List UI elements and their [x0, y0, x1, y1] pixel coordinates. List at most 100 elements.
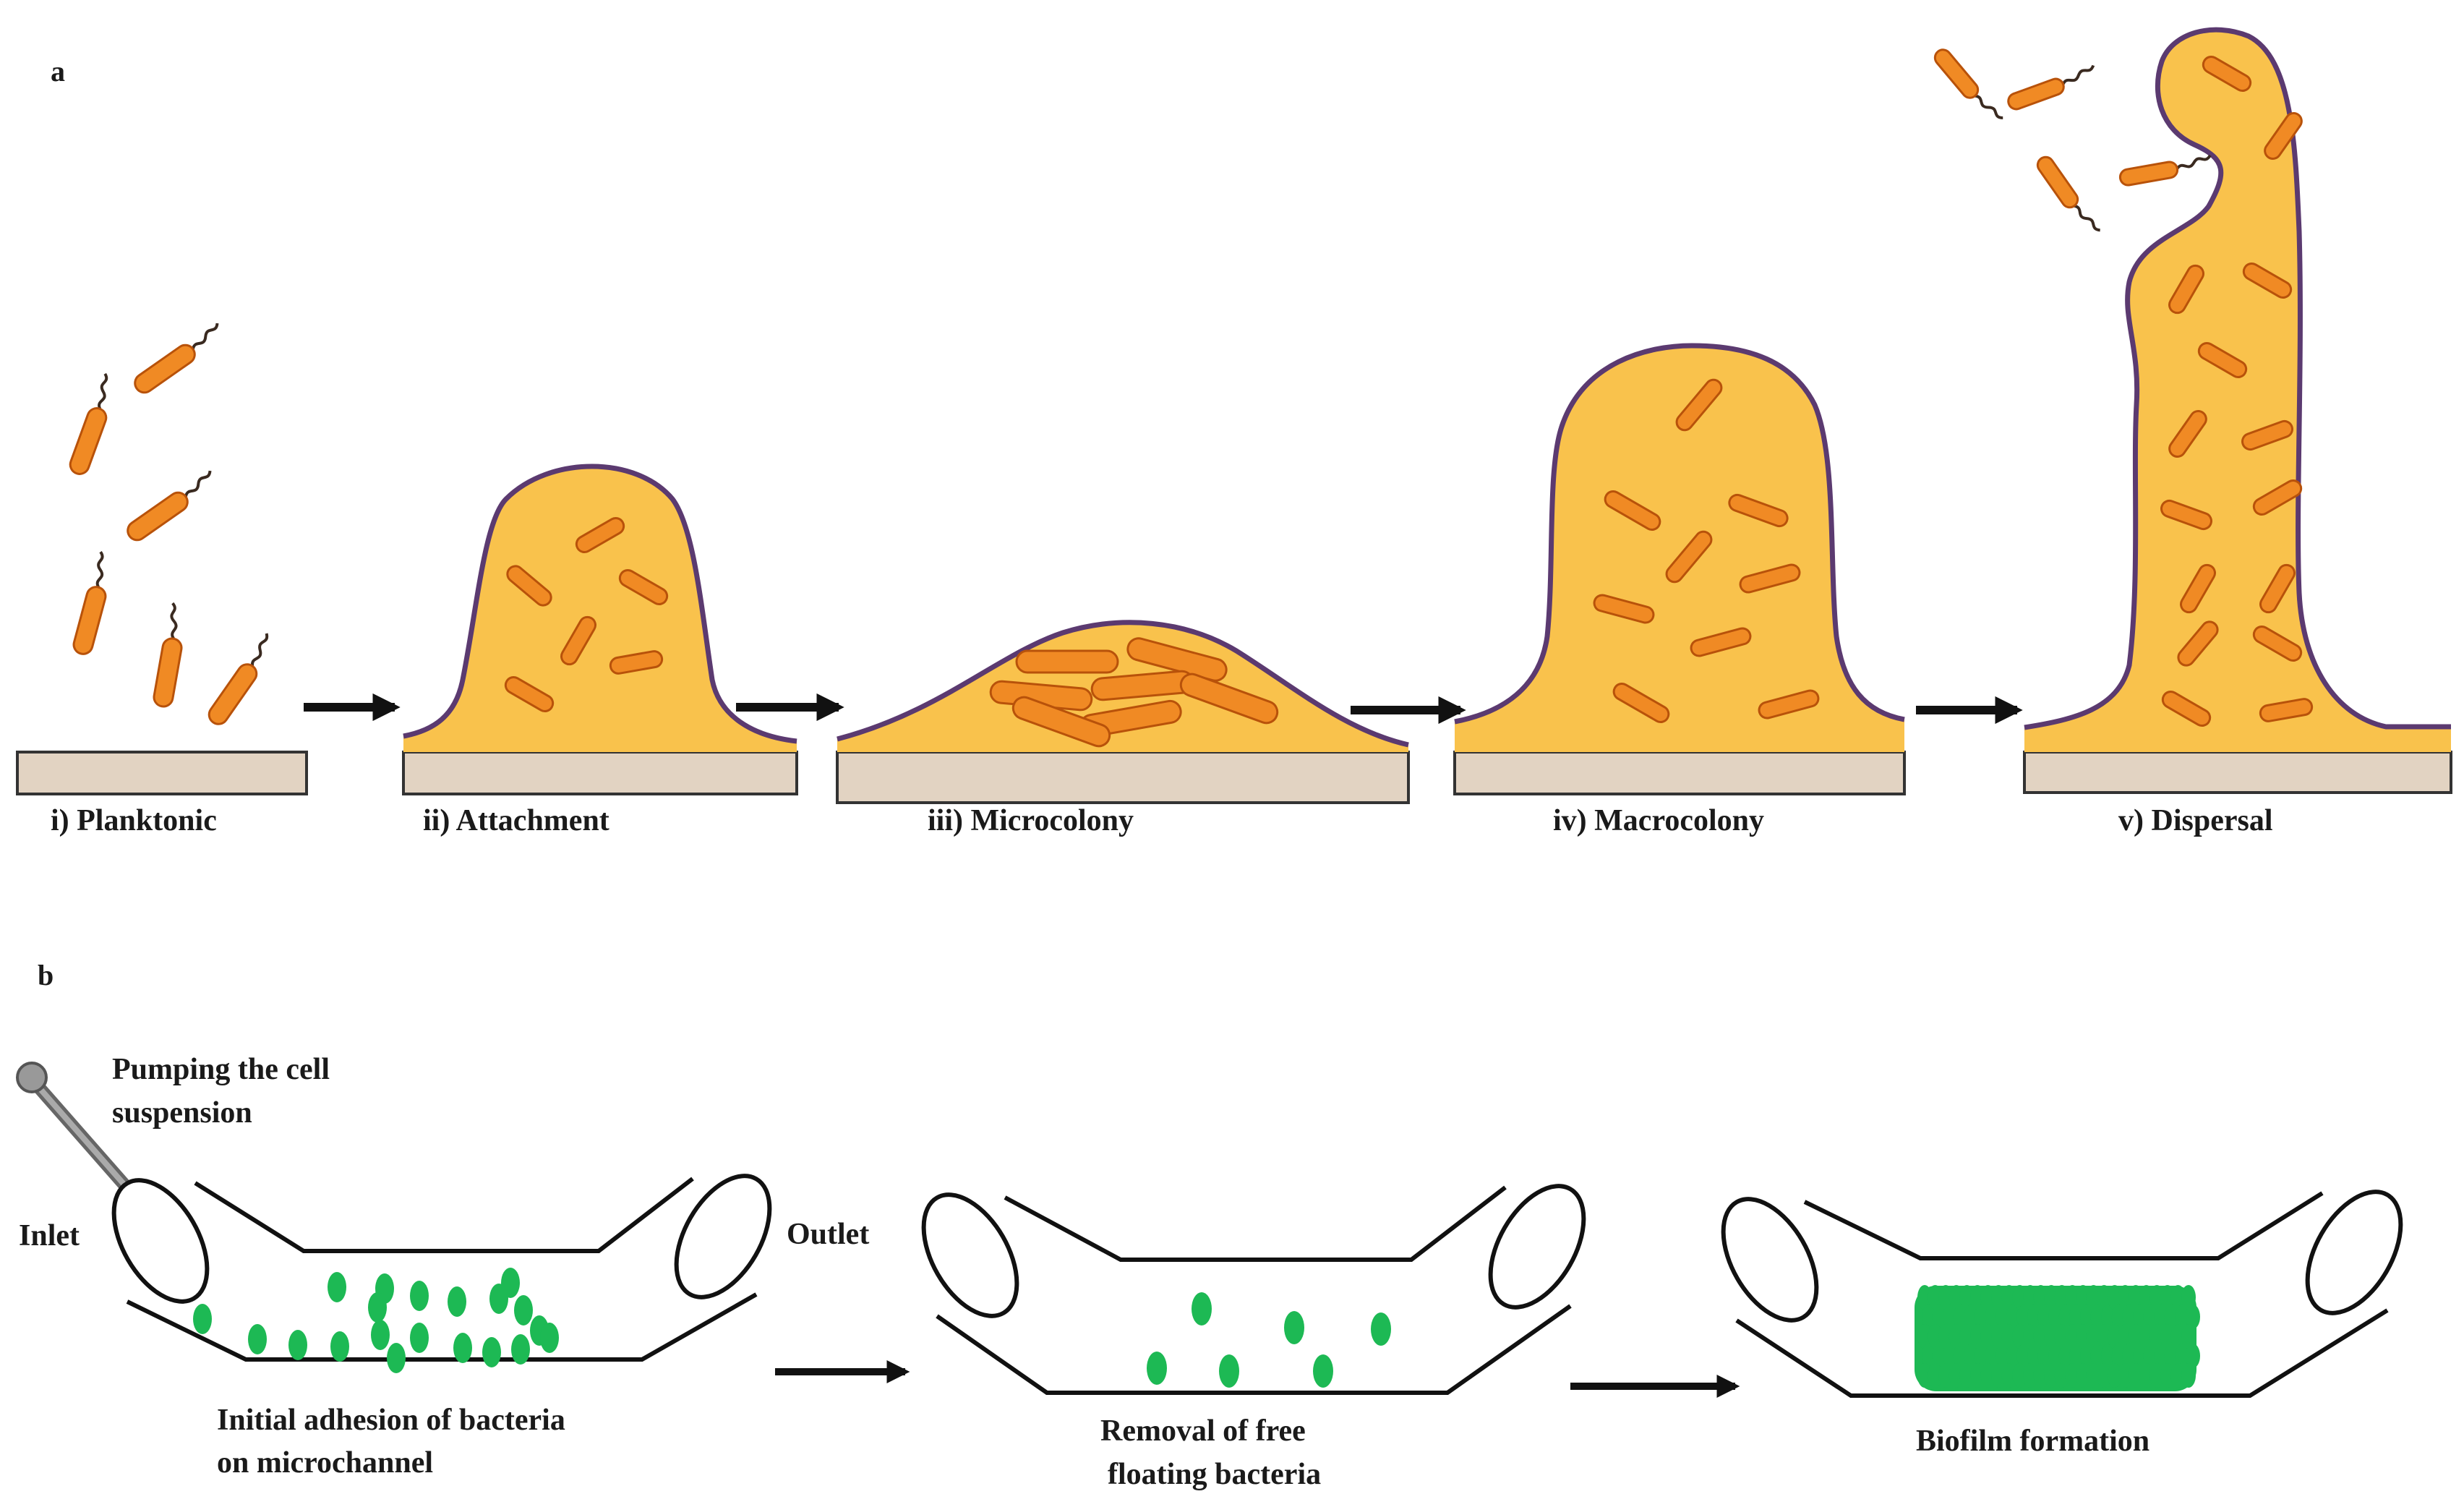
bacterial-cell-icon: [2012, 1285, 2027, 1310]
bacterial-cell-icon: [2139, 1363, 2154, 1388]
biofilm-outline-attachment: [403, 464, 797, 744]
bacterial-cell-icon: [511, 1334, 530, 1365]
bacterial-cell-icon: [2048, 1344, 2063, 1368]
bacterial-cell-icon: [1147, 1352, 1167, 1385]
bacterial-cell-icon: [1928, 1363, 1943, 1388]
bacterial-cell-icon: [2154, 1305, 2169, 1329]
bacterium-icon: [2241, 419, 2293, 451]
bacterial-cell-icon: [2058, 1344, 2074, 1368]
bacterial-cell-icon: [2001, 1363, 2016, 1388]
bacterial-cell-icon: [2143, 1305, 2158, 1329]
bacterial-cell-icon: [1928, 1324, 1943, 1349]
bacterial-cell-icon: [1970, 1324, 1985, 1349]
bacterial-cell-icon: [2080, 1344, 2095, 1368]
stage-planktonic: [16, 323, 308, 795]
substrate-attachment: [402, 751, 798, 795]
bacterial-cell-icon: [2139, 1285, 2154, 1310]
bacterial-cell-icon: [2065, 1324, 2080, 1349]
bacterial-cell-icon: [2164, 1305, 2179, 1329]
bacterial-cell-icon: [2129, 1285, 2143, 1310]
bacterial-cell-icon: [2090, 1305, 2105, 1329]
bacterium-icon: [2177, 620, 2219, 667]
bacterial-cell-icon: [1970, 1285, 1985, 1310]
bacterial-cell-icon: [387, 1343, 406, 1373]
bacterial-cell-icon: [2044, 1285, 2059, 1310]
bacterial-cell-icon: [1985, 1305, 2000, 1329]
bacterium-icon: [1728, 493, 1789, 528]
bacterial-cell-icon: [1959, 1363, 1975, 1388]
bacterial-cell-icon: [1943, 1344, 1958, 1368]
bacterium-icon: [2180, 563, 2216, 614]
stage-dispersal: [1933, 27, 2452, 794]
bacterial-cell-icon: [2033, 1363, 2048, 1388]
bacterial-cell-icon: [2080, 1305, 2095, 1329]
stage-label-attachment: ii) Attachment: [423, 804, 609, 837]
bacterium-icon: [69, 372, 108, 475]
bacterium-icon: [134, 323, 219, 394]
bacterial-cell-icon: [2023, 1363, 2037, 1388]
bacterium-icon: [1758, 689, 1820, 720]
bacterial-cell-icon: [2122, 1305, 2137, 1329]
bacterial-cell-icon: [1991, 1363, 2006, 1388]
bacterial-cell-icon: [1917, 1363, 1932, 1388]
bacterial-cell-icon: [1975, 1344, 1989, 1368]
bacterial-cell-icon: [2164, 1344, 2179, 1368]
stage-label-dispersal: v) Dispersal: [2118, 804, 2273, 837]
bacterial-cell-icon: [2086, 1363, 2101, 1388]
bacterial-cell-icon: [2149, 1324, 2165, 1349]
bacterium-icon: [208, 633, 269, 725]
biofilm-macrocolony: [1455, 346, 1904, 752]
bacterial-cell-icon: [2054, 1285, 2069, 1310]
bacterium-icon: [2118, 154, 2212, 187]
inlet-label: Inlet: [19, 1219, 80, 1252]
bacterial-cell-icon: [1959, 1285, 1975, 1310]
bacterium-icon: [1604, 490, 1661, 531]
panel-a-letter: a: [51, 55, 65, 87]
bacterial-cell-icon: [1991, 1285, 2006, 1310]
pumping-label-line1: Pumping the cell: [112, 1053, 330, 1086]
bacterial-cell-icon: [2129, 1363, 2143, 1388]
bacterium-icon: [1593, 594, 1655, 624]
bacterial-cell-icon: [2001, 1324, 2016, 1349]
bacterial-cell-icon: [2170, 1285, 2186, 1310]
step1-label-line2: on microchannel: [217, 1446, 433, 1480]
bacterial-cell-icon: [1917, 1324, 1932, 1349]
bacterial-cell-icon: [2076, 1363, 2090, 1388]
bacterium-icon: [2168, 410, 2207, 458]
microchannel-2: [921, 1184, 1586, 1395]
bacterial-cell-icon: [371, 1320, 390, 1350]
bacterium-icon: [1612, 683, 1670, 723]
biofilm-attachment: [403, 466, 797, 752]
bacterial-cell-icon: [2016, 1344, 2032, 1368]
bacterial-cell-icon: [2016, 1305, 2032, 1329]
bacterium-icon: [72, 551, 107, 655]
bacterial-cell-icon: [1995, 1305, 2011, 1329]
bacterial-cell-icon: [2175, 1344, 2190, 1368]
bacterial-cell-icon: [2107, 1285, 2122, 1310]
bacterial-cell-icon: [2160, 1363, 2175, 1388]
bacterial-cell-icon: [410, 1323, 429, 1353]
bacterial-cell-icon: [2118, 1324, 2133, 1349]
substrate-microcolony: [836, 751, 1410, 804]
bacterial-cell-icon: [2027, 1344, 2042, 1368]
bacterial-cell-icon: [2037, 1344, 2053, 1368]
bacterial-cell-icon: [1948, 1285, 1964, 1310]
stage-microcolony: [836, 620, 1410, 804]
bacterial-cell-icon: [1938, 1285, 1954, 1310]
bacterium-icon: [504, 676, 555, 712]
bacterial-cell-icon: [330, 1331, 349, 1362]
bacterial-cell-icon: [2154, 1344, 2169, 1368]
bacterial-cell-icon: [482, 1337, 501, 1367]
bacterial-cell-icon: [1313, 1354, 1333, 1388]
stage-label-microcolony: iii) Microcolony: [928, 804, 1134, 837]
bacterial-cell-icon: [2111, 1344, 2126, 1368]
bacterium-icon: [575, 517, 625, 553]
bacterial-cell-icon: [1948, 1324, 1964, 1349]
bacterial-cell-icon: [2044, 1324, 2059, 1349]
bacterial-cell-icon: [448, 1286, 466, 1317]
bacterium-icon: [1933, 48, 2003, 119]
biofilm-dispersal: [2024, 30, 2451, 753]
bacterial-cell-icon: [248, 1324, 267, 1354]
stage-attachment: [402, 464, 798, 795]
bacterial-cell-icon: [2101, 1344, 2116, 1368]
